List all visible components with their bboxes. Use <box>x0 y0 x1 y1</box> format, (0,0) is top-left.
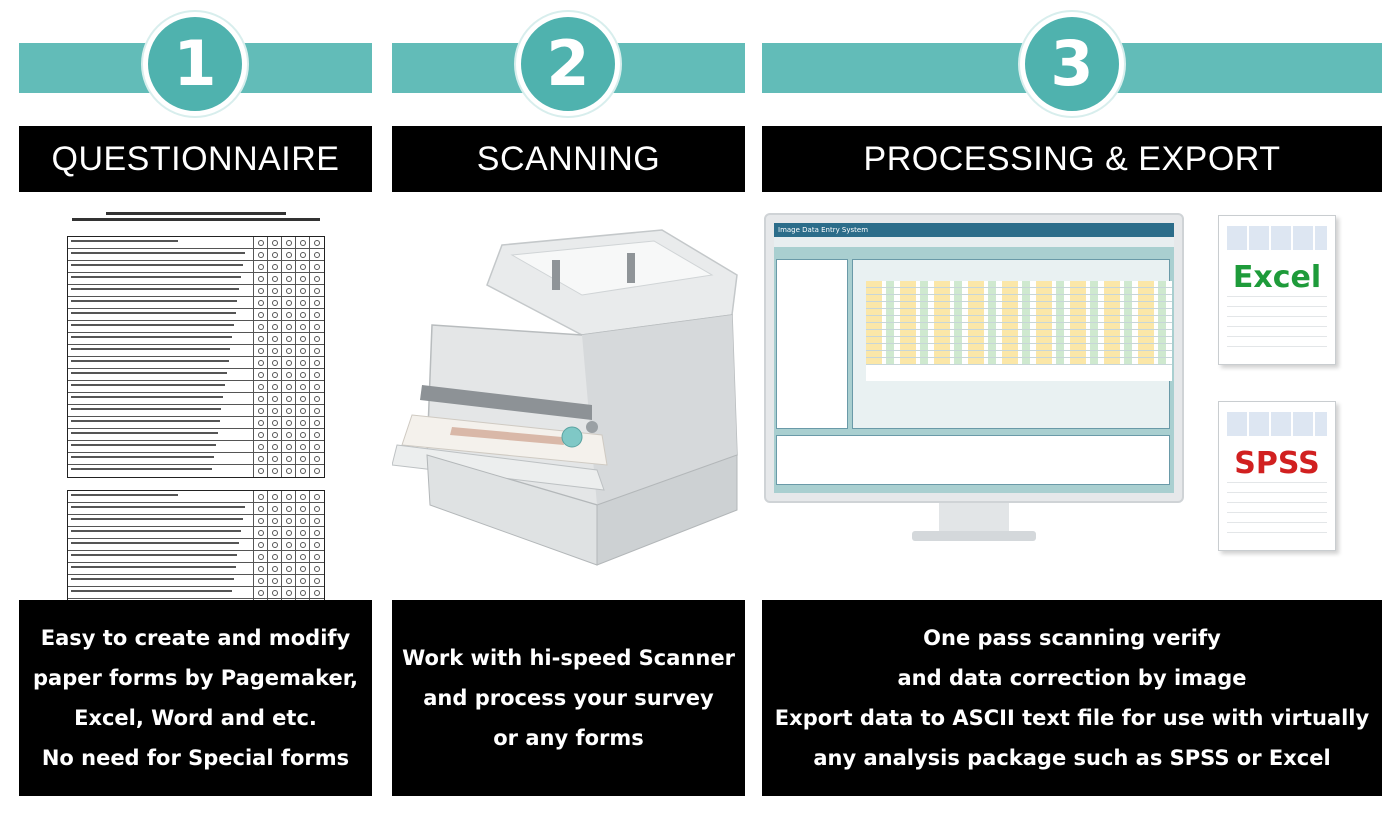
description-line: any analysis package such as SPSS or Exc… <box>813 746 1331 770</box>
form-row <box>68 563 324 575</box>
description-line: No need for Special forms <box>41 746 350 770</box>
form-row <box>68 575 324 587</box>
form-row <box>68 503 324 515</box>
form-row <box>68 465 324 477</box>
step-number-badge: 2 <box>516 12 620 116</box>
form-row <box>68 491 324 503</box>
excel-icon: Excel <box>1218 215 1336 365</box>
step-description: One pass scanning verify and data correc… <box>762 600 1382 796</box>
spss-label: SPSS <box>1234 446 1320 481</box>
form-row <box>68 369 324 381</box>
form-row <box>68 285 324 297</box>
step-questionnaire: 1 QUESTIONNAIRE 3 Easy to create and mod… <box>19 0 372 824</box>
form-row <box>68 381 324 393</box>
form-row <box>68 357 324 369</box>
description-line: Easy to create and modify <box>40 626 351 650</box>
form-row <box>68 405 324 417</box>
scanner-image <box>392 205 745 590</box>
step-title: SCANNING <box>392 126 745 192</box>
step-number: 3 <box>1050 27 1094 100</box>
step-number: 2 <box>546 27 590 100</box>
description-line: Export data to ASCII text file for use w… <box>774 706 1370 730</box>
step-processing-export: 3 PROCESSING & EXPORT Image Data Entry S… <box>762 0 1382 824</box>
form-row <box>68 587 324 599</box>
form-row <box>68 321 324 333</box>
software-screenshot: Image Data Entry System <box>774 223 1174 493</box>
description-line: One pass scanning verify <box>923 626 1221 650</box>
form-row <box>68 515 324 527</box>
spss-icon: SPSS <box>1218 401 1336 551</box>
form-row <box>68 393 324 405</box>
excel-label: Excel <box>1232 260 1322 295</box>
monitor-icon: Image Data Entry System <box>764 213 1184 503</box>
form-row <box>68 441 324 453</box>
step-description: Work with hi-speed Scanner and process y… <box>392 600 745 796</box>
app-window-title: Image Data Entry System <box>774 223 1174 237</box>
form-row <box>68 273 324 285</box>
form-row <box>68 249 324 261</box>
form-row <box>68 237 324 249</box>
description-line: and data correction by image <box>897 666 1247 690</box>
form-row <box>68 261 324 273</box>
form-row <box>68 297 324 309</box>
scanner-icon <box>392 229 738 566</box>
form-row <box>68 527 324 539</box>
form-row <box>68 551 324 563</box>
form-row <box>68 309 324 321</box>
form-row <box>68 539 324 551</box>
description-line: Excel, Word and etc. <box>74 706 317 730</box>
form-row <box>68 333 324 345</box>
processing-image: Image Data Entry System Excel SPSS <box>762 205 1382 590</box>
form-row <box>68 453 324 465</box>
description-line: Work with hi-speed Scanner <box>402 646 735 670</box>
form-row <box>68 417 324 429</box>
step-description: Easy to create and modify paper forms by… <box>19 600 372 796</box>
description-line: or any forms <box>493 726 644 750</box>
step-number-badge: 3 <box>1020 12 1124 116</box>
form-row <box>68 429 324 441</box>
step-title: PROCESSING & EXPORT <box>762 126 1382 192</box>
step-scanning: 2 SCANNING Work <box>392 0 745 824</box>
step-title: QUESTIONNAIRE <box>19 126 372 192</box>
form-row <box>68 345 324 357</box>
description-line: and process your survey <box>423 686 714 710</box>
step-number-badge: 1 <box>143 12 247 116</box>
questionnaire-image: 3 <box>19 205 372 624</box>
description-line: paper forms by Pagemaker, <box>32 666 358 690</box>
step-number: 1 <box>173 27 217 100</box>
